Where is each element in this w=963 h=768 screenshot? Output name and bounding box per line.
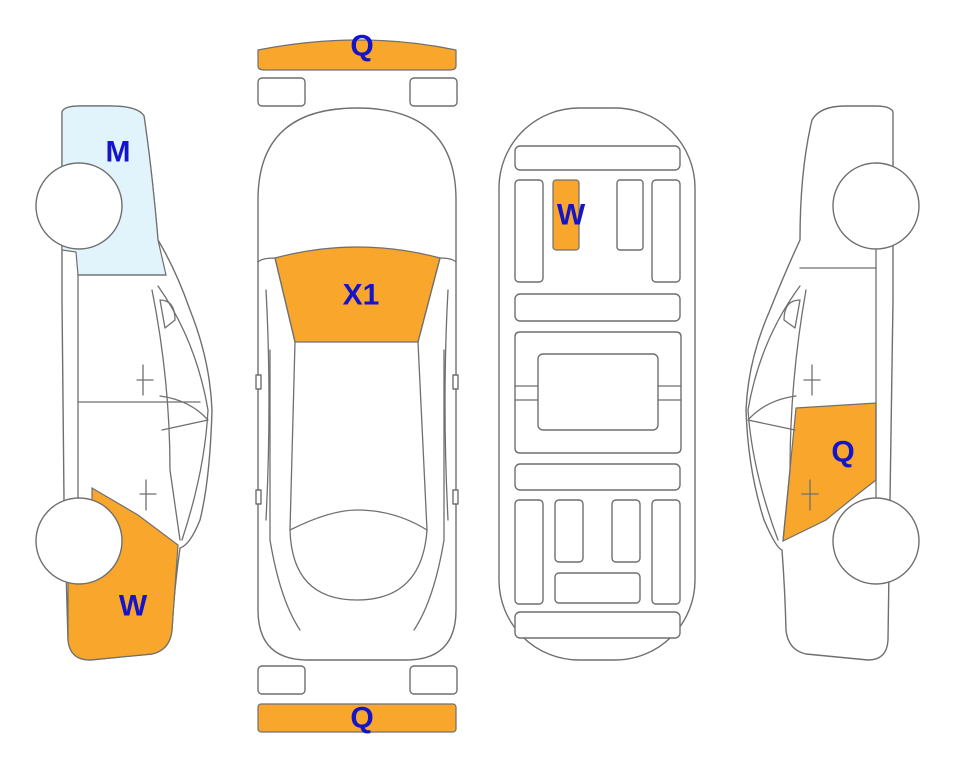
underbody-right-rear-rail [651, 499, 681, 605]
top-cabin-lines [257, 257, 457, 531]
left-handle-front [159, 299, 176, 329]
hood-label: X1 [343, 279, 380, 312]
underbody-front-crossmember [514, 145, 681, 171]
underbody-left-rear-rail [514, 499, 544, 605]
rear-left-tire-top [257, 665, 306, 695]
left-side-view: M W [35, 105, 213, 661]
right-mirror [747, 395, 797, 431]
right-handle-front [783, 299, 801, 329]
underbody-center-pan [537, 353, 659, 431]
right-rear-wheel [832, 497, 920, 585]
top-right-pillar [413, 349, 445, 631]
left-glass-edge [157, 285, 209, 541]
top-left-rear-mark [255, 489, 262, 505]
front-bumper-damage [257, 39, 457, 71]
top-body-outline [257, 107, 457, 661]
underbody-right-front-rail [651, 179, 681, 283]
underbody-rear-crossmember [514, 611, 681, 639]
left-door-rear-edge [151, 289, 181, 541]
underbody-view: W [498, 107, 696, 661]
underbody-left-rear-panel [554, 499, 584, 563]
top-left-door-line [265, 289, 270, 521]
left-front-wheel [35, 162, 123, 250]
top-right-rear-mark [452, 489, 459, 505]
right-glass-edge [747, 285, 801, 541]
rear-bumper-damage [257, 703, 457, 733]
underbody-right-panel [616, 179, 644, 251]
right-rear-door-label: Q [831, 436, 854, 469]
front-left-tire-top [257, 77, 306, 107]
front-bumper-label: Q [350, 30, 373, 63]
underbody-left-front-rail [514, 179, 544, 283]
underbody-panel-damage [552, 179, 580, 251]
right-door-front-edge [782, 289, 807, 542]
top-right-mirror [452, 374, 459, 390]
underbody-panel-label: W [557, 199, 586, 232]
top-left-pillar [269, 349, 301, 631]
underbody-mid-crossmember-1 [514, 293, 681, 322]
left-rear-quarter-label: W [119, 590, 148, 623]
right-front-wheel [832, 162, 920, 250]
top-left-mirror [255, 374, 262, 390]
left-front-fender-label: M [106, 136, 131, 169]
underbody-rear-box [554, 572, 641, 604]
top-view: Q X1 Q [255, 30, 459, 735]
left-rear-wheel [35, 497, 123, 585]
rear-bumper-label: Q [350, 702, 373, 735]
top-rear-window [289, 529, 428, 601]
front-right-tire-top [409, 77, 458, 107]
rear-right-tire-top [409, 665, 458, 695]
top-right-door-line [444, 289, 449, 521]
right-side-view: Q [745, 105, 920, 661]
left-mirror [159, 395, 209, 431]
underbody-mid-crossmember-2 [514, 463, 681, 491]
underbody-right-rear-panel [611, 499, 641, 563]
